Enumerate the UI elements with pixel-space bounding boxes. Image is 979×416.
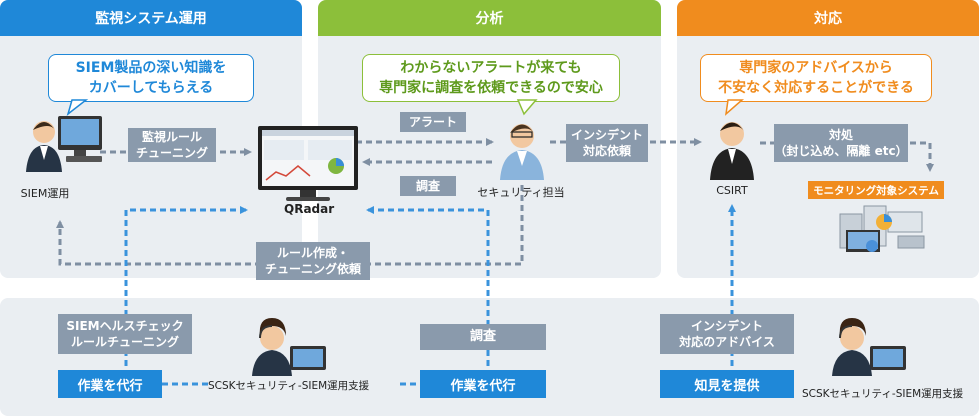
provide-knowledge-box: 知見を提供 xyxy=(660,370,794,398)
monitoring-header: 監視システム運用 xyxy=(0,0,302,36)
rule-request-line1: ルール作成・ xyxy=(276,246,349,260)
alert-label: アラート xyxy=(400,112,466,132)
security-staff-label: セキュリティ担当 xyxy=(477,186,565,199)
monitored-system-figure xyxy=(839,205,925,252)
incident-advice-label: インシデント 対応のアドバイス xyxy=(660,314,794,354)
rule-tuning-line1: 監視ルール xyxy=(141,130,202,144)
analysis-bubble-line1: わからないアラートが来ても xyxy=(400,60,582,76)
qradar-monitor xyxy=(258,126,358,201)
health-check-line2: ルールチューニング xyxy=(70,335,179,349)
incident-request-line1: インシデント xyxy=(570,128,643,142)
qradar-label: QRadar xyxy=(284,202,335,216)
monitored-system-label: モニタリング対象システム xyxy=(808,181,944,199)
response-bubble-tail xyxy=(724,99,744,116)
countermeasure-line2: （封じ込め、隔離 etc） xyxy=(774,144,908,158)
scsk-right-label: SCSKセキュリティ-SIEM運用支援 xyxy=(802,388,964,400)
csirt-label: CSIRT xyxy=(716,184,748,197)
countermeasure-arrow xyxy=(760,141,934,172)
response-bubble: 専門家のアドバイスから 不安なく対応することができる xyxy=(700,54,932,102)
investigate-bottom-label: 調査 xyxy=(420,324,546,350)
rule-tuning-label: 監視ルール チューニング xyxy=(128,128,216,162)
health-check-line1: SIEMヘルスチェック xyxy=(66,319,184,333)
siem-ops-label: SIEM運用 xyxy=(20,187,70,200)
monitoring-bubble-tail xyxy=(66,99,89,117)
siem-operator-figure xyxy=(26,116,102,172)
monitoring-bubble: SIEM製品の深い知識を カバーしてもらえる xyxy=(48,54,254,102)
incident-request-label: インシデント 対応依頼 xyxy=(566,124,648,162)
analysis-bubble-line2: 専門家に調査を依頼できるので安心 xyxy=(379,80,603,96)
scsk-right-figure xyxy=(832,318,906,376)
incident-request-line2: 対応依頼 xyxy=(582,144,631,158)
rule-tuning-line2: チューニング xyxy=(135,146,208,160)
rule-request-label: ルール作成・ チューニング依頼 xyxy=(256,242,370,280)
analysis-header: 分析 xyxy=(318,0,661,36)
monitoring-bubble-line1: SIEM製品の深い知識を xyxy=(75,60,227,76)
response-bubble-line2: 不安なく対応することができる xyxy=(718,80,914,96)
analysis-bubble-tail xyxy=(516,99,538,116)
countermeasure-line1: 対処 xyxy=(828,128,853,142)
response-header: 対応 xyxy=(677,0,979,36)
security-staff-figure xyxy=(500,124,544,180)
rule-request-line2: チューニング依頼 xyxy=(264,262,361,276)
response-bubble-line1: 専門家のアドバイスから xyxy=(739,60,893,76)
right-support-arrow xyxy=(366,206,490,366)
incident-advice-line1: インシデント xyxy=(690,319,763,333)
substitute-right-box: 作業を代行 xyxy=(420,370,546,398)
countermeasure-label: 対処 （封じ込め、隔離 etc） xyxy=(774,124,908,162)
incident-advice-line2: 対応のアドバイス xyxy=(679,335,775,349)
analysis-bubble: わからないアラートが来ても 専門家に調査を依頼できるので安心 xyxy=(362,54,620,102)
scsk-left-figure xyxy=(252,318,326,376)
monitoring-bubble-line2: カバーしてもらえる xyxy=(88,80,214,96)
substitute-left-box: 作業を代行 xyxy=(58,370,162,398)
investigate-top-label: 調査 xyxy=(400,176,456,196)
health-check-label: SIEMヘルスチェック ルールチューニング xyxy=(58,314,192,354)
csirt-figure xyxy=(710,122,754,180)
scsk-left-label: SCSKセキュリティ-SIEM運用支援 xyxy=(208,380,370,392)
